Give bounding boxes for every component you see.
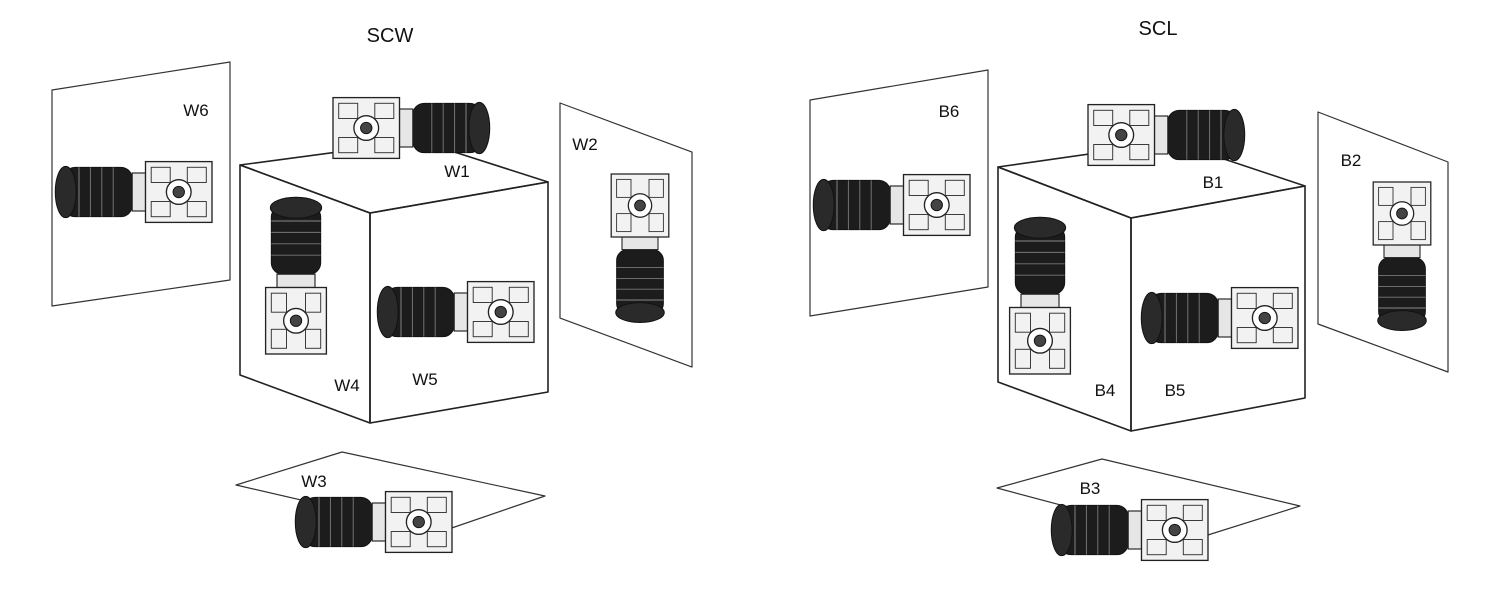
gearmotor-icon (1050, 498, 1209, 562)
gearmotor-icon (1140, 286, 1299, 350)
position-label: W1 (444, 162, 470, 181)
group-title: SCL (1139, 18, 1178, 40)
position-label: B2 (1341, 151, 1362, 170)
position-label: B5 (1165, 381, 1186, 400)
position-label: W2 (572, 135, 598, 154)
gearmotor-icon (1372, 181, 1432, 332)
position-label: W3 (301, 472, 327, 491)
gearmotor-icon (294, 490, 453, 554)
gearmotor-icon (812, 173, 971, 237)
position-label: B3 (1080, 479, 1101, 498)
gearmotor-icon (610, 173, 670, 324)
position-label: W4 (334, 376, 360, 395)
group-scw: SCW W6 W1 W2 W4 W5 W3 (51, 25, 693, 554)
group-title: SCW (367, 25, 414, 47)
gearmotor-icon (332, 96, 491, 160)
gearmotor-icon (1087, 103, 1246, 167)
position-label: W5 (412, 370, 438, 389)
position-label: B6 (939, 102, 960, 121)
gearmotor-icon (1008, 216, 1072, 375)
group-scl: SCL B6 B1 B2 B4 B5 B3 (809, 18, 1449, 562)
gearmotor-icon (264, 196, 328, 355)
position-label: B1 (1203, 173, 1224, 192)
panel-left (809, 69, 989, 317)
panel-right (559, 102, 693, 368)
panel-left (51, 61, 231, 307)
gearmotor-icon (54, 160, 213, 224)
position-label: W6 (183, 101, 209, 120)
gearmotor-icon (376, 280, 535, 344)
position-label: B4 (1095, 381, 1116, 400)
panel-right (1317, 111, 1449, 373)
